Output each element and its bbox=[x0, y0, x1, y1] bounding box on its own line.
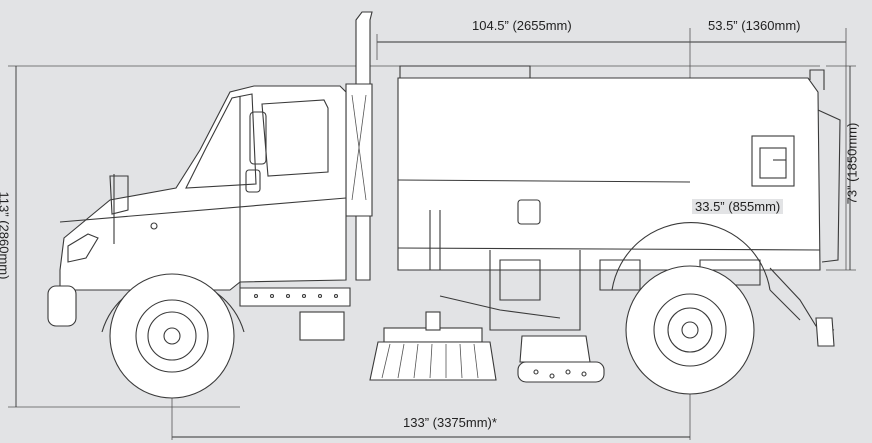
rear-wheel bbox=[611, 222, 771, 395]
right-vertical-dimension-label: 73” (1850mm) bbox=[844, 122, 860, 205]
mid-dimension-label: 33.5” (855mm) bbox=[692, 199, 784, 214]
pickup-head bbox=[517, 335, 605, 383]
bottom-dimension-label: 133” (3375mm)* bbox=[400, 415, 500, 430]
top-right-dimension-label: 53.5” (1360mm) bbox=[708, 18, 801, 33]
left-vertical-dimension-label: 113” (2860mm) bbox=[0, 191, 12, 280]
sweeper-body bbox=[397, 65, 841, 331]
front-wheel bbox=[101, 273, 245, 399]
truck-cab bbox=[47, 85, 351, 341]
rear-tow-bar bbox=[769, 267, 835, 347]
exhaust-stack bbox=[345, 11, 373, 281]
side-broom bbox=[369, 295, 561, 381]
top-left-dimension-label: 104.5” (2655mm) bbox=[472, 18, 572, 33]
